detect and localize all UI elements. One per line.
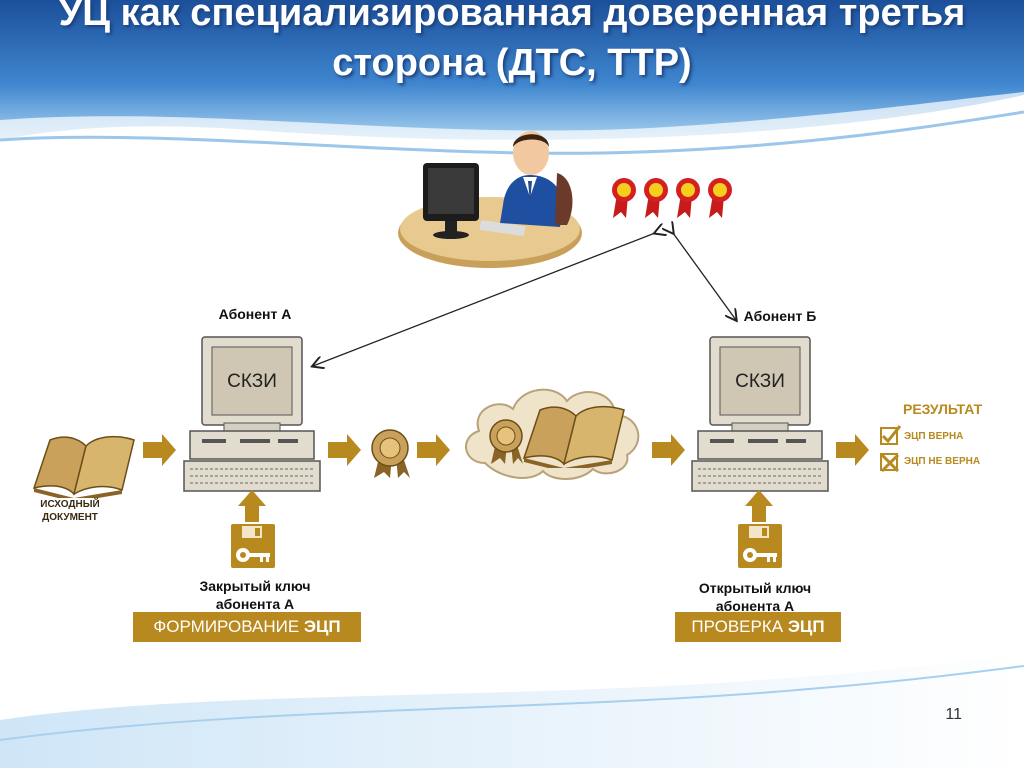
- subscriber-b-label: Абонент Б: [743, 308, 817, 324]
- cross-icon: [880, 453, 900, 472]
- public-key-label-line2: абонента А: [715, 598, 795, 614]
- subscriber-a-module-label: СКЗИ: [227, 371, 277, 392]
- floppy-key-icon: [738, 524, 782, 568]
- result-title: РЕЗУЛЬТАТ: [903, 401, 983, 417]
- arrow-right-icon: [836, 434, 869, 466]
- source-document-label-line1: ИСХОДНЫЙ: [40, 499, 100, 510]
- public-key-label-line1: Открытый ключ: [698, 580, 812, 596]
- sign-banner-text: ФОРМИРОВАНИЕ: [153, 617, 300, 636]
- verify-banner: ПРОВЕРКА ЭЦП: [675, 612, 841, 642]
- page-number: 11: [945, 706, 962, 723]
- award-seal-icon: [612, 178, 636, 218]
- verify-banner-bold: ЭЦП: [787, 617, 825, 636]
- result-valid: ЭЦП ВЕРНА: [904, 431, 964, 442]
- arrow-ca-to-subscriber-b: [673, 233, 736, 320]
- computer-icon: [183, 336, 321, 492]
- arrow-right-icon: [328, 434, 361, 466]
- arrow-right-icon: [417, 434, 450, 466]
- award-seal-icon: [676, 178, 700, 218]
- private-key-label-line2: абонента А: [215, 596, 295, 612]
- private-key-label-line1: Закрытый ключ: [199, 578, 311, 594]
- subscriber-b-module-label: СКЗИ: [735, 371, 785, 392]
- sign-banner: ФОРМИРОВАНИЕ ЭЦП: [133, 612, 361, 642]
- award-seal-icon: [371, 429, 410, 478]
- slide-title: УЦ как специализированная доверенная тре…: [58, 0, 966, 84]
- sign-banner-bold: ЭЦП: [303, 617, 341, 636]
- arrow-right-icon: [143, 434, 176, 466]
- book-icon: [522, 405, 625, 468]
- source-document-label-line2: ДОКУМЕНТ: [42, 512, 98, 523]
- computer-icon: [691, 336, 829, 492]
- result-invalid: ЭЦП НЕ ВЕРНА: [904, 456, 981, 467]
- arrow-right-icon: [652, 434, 685, 466]
- award-seal-icon: [489, 419, 523, 464]
- award-seal-icon: [708, 178, 732, 218]
- check-icon: [880, 425, 901, 445]
- arrow-up-icon: [238, 490, 266, 522]
- arrow-up-icon: [745, 490, 773, 522]
- floppy-key-icon: [231, 524, 275, 568]
- subscriber-a-label: Абонент А: [218, 306, 292, 322]
- award-seal-icon: [644, 178, 668, 218]
- award-seals-group: [612, 178, 732, 218]
- arrow-ca-to-subscriber-a: [313, 233, 655, 366]
- verify-banner-text: ПРОВЕРКА: [691, 617, 784, 636]
- book-icon: [32, 435, 135, 498]
